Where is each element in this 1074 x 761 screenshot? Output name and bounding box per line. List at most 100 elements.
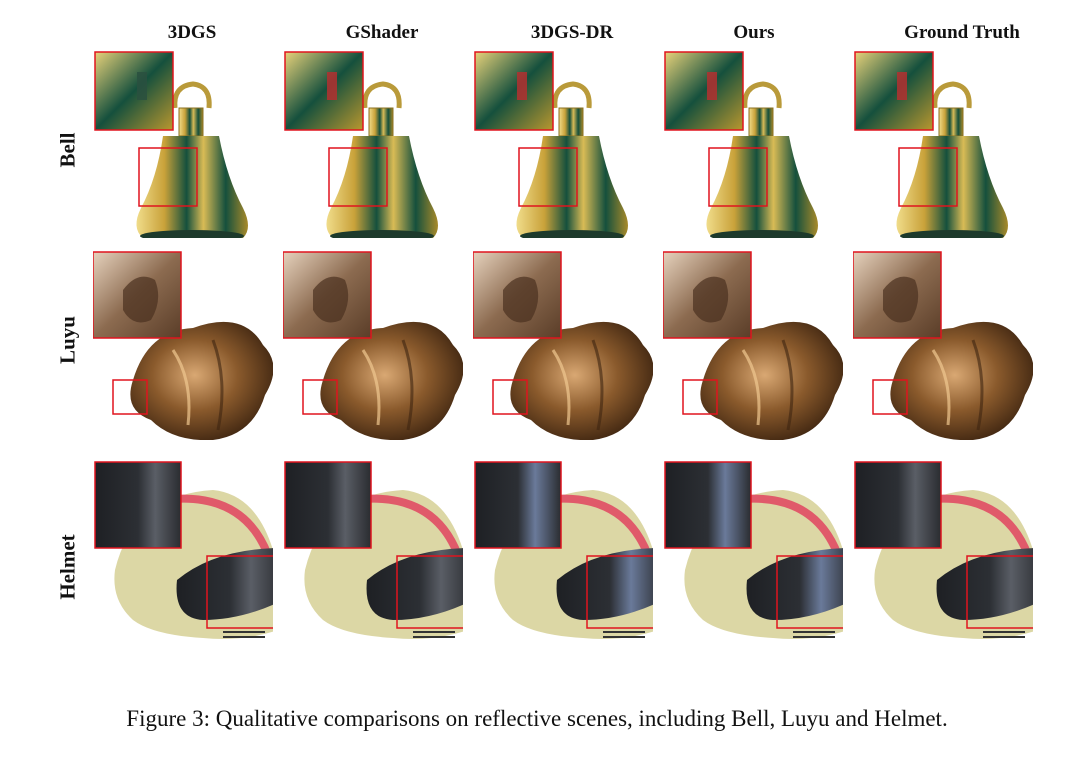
luyu-statue <box>700 321 843 440</box>
inset-face <box>693 276 729 323</box>
inset-reflection <box>897 72 907 100</box>
bell-neck <box>748 107 774 137</box>
helmet-ours-render <box>663 460 843 650</box>
zoom-source-box <box>682 379 718 415</box>
luyu-fold-1 <box>931 349 951 426</box>
inset-reflection <box>137 72 147 100</box>
zoom-source-box <box>708 147 768 207</box>
column-header-gshader: GShader <box>345 22 419 43</box>
column-header-3dgs-dr: 3DGS-DR <box>530 22 614 43</box>
zoom-inset <box>664 461 752 549</box>
bell-rim <box>140 230 244 238</box>
figure-caption: Figure 3: Qualitative comparisons on ref… <box>126 706 948 731</box>
helmet-3dgs-dr-render <box>473 460 653 650</box>
inset-face <box>883 276 919 323</box>
bell-neck <box>178 107 204 137</box>
luyu-statue <box>130 321 273 440</box>
zoom-source-box <box>872 379 908 415</box>
bell-render-svg <box>284 51 438 238</box>
luyu-fold-2 <box>401 339 414 431</box>
column-header-ours: Ours <box>733 22 775 43</box>
bell-rim <box>520 230 624 238</box>
column-header-3dgs: 3DGS <box>167 22 217 43</box>
zoom-inset <box>474 51 554 131</box>
helmet-visor <box>556 548 653 620</box>
inset-face <box>313 276 349 323</box>
inset-face <box>503 276 539 323</box>
luyu-fold-1 <box>551 349 571 426</box>
bell-ground-truth-render <box>853 48 1033 238</box>
zoom-inset <box>284 461 372 549</box>
luyu-fold-2 <box>211 339 224 431</box>
helmet-3dgs-render <box>93 460 273 650</box>
luyu-fold-1 <box>171 349 191 426</box>
zoom-source-box <box>966 555 1033 629</box>
bell-body <box>516 136 628 238</box>
bell-rim <box>900 230 1004 238</box>
luyu-3dgs-dr-render <box>473 250 653 440</box>
bell-neck <box>938 107 964 137</box>
helmet-ground-truth-render <box>853 460 1033 650</box>
helmet-visor <box>366 548 463 620</box>
zoom-source-box <box>492 379 528 415</box>
zoom-source-box <box>302 379 338 415</box>
luyu-statue <box>510 321 653 440</box>
inset-face <box>123 276 159 323</box>
zoom-source-box <box>776 555 843 629</box>
helmet-visor <box>746 548 843 620</box>
luyu-render-svg <box>473 251 653 440</box>
bell-body <box>326 136 438 238</box>
bell-ours-render <box>663 48 843 238</box>
zoom-inset <box>284 51 364 131</box>
luyu-render-svg <box>283 251 463 440</box>
luyu-render-svg <box>663 251 843 440</box>
luyu-fold-1 <box>741 349 761 426</box>
luyu-fold-2 <box>591 339 604 431</box>
zoom-source-box <box>138 147 198 207</box>
zoom-inset <box>854 51 934 131</box>
bell-neck <box>368 107 394 137</box>
bell-handle <box>932 81 972 109</box>
zoom-source-box <box>898 147 958 207</box>
bell-handle <box>552 81 592 109</box>
bell-handle <box>172 81 212 109</box>
bell-render-svg <box>664 51 818 238</box>
bell-gshader-render <box>283 48 463 238</box>
helmet-render-svg <box>664 461 843 639</box>
row-label-helmet: Helmet <box>55 534 80 600</box>
bell-render-svg <box>474 51 628 238</box>
zoom-inset <box>94 461 182 549</box>
helmet-render-svg <box>854 461 1033 639</box>
bell-neck <box>558 107 584 137</box>
luyu-gshader-render <box>283 250 463 440</box>
bell-rim <box>330 230 434 238</box>
zoom-source-box <box>518 147 578 207</box>
bell-rim <box>710 230 814 238</box>
luyu-fold-2 <box>971 339 984 431</box>
luyu-ground-truth-render <box>853 250 1033 440</box>
helmet-render-svg <box>474 461 653 639</box>
zoom-inset <box>94 51 174 131</box>
luyu-ours-render <box>663 250 843 440</box>
zoom-inset <box>664 51 744 131</box>
luyu-statue <box>320 321 463 440</box>
helmet-render-svg <box>94 461 273 639</box>
helmet-visor <box>176 548 273 620</box>
zoom-source-box <box>112 379 148 415</box>
bell-render-svg <box>94 51 248 238</box>
row-label-bell: Bell <box>55 132 80 168</box>
zoom-source-box <box>396 555 463 629</box>
inset-reflection <box>327 72 337 100</box>
zoom-source-box <box>586 555 653 629</box>
bell-body <box>896 136 1008 238</box>
bell-3dgs-dr-render <box>473 48 653 238</box>
inset-reflection <box>517 72 527 100</box>
zoom-inset <box>854 461 942 549</box>
helmet-visor <box>936 548 1033 620</box>
inset-reflection <box>707 72 717 100</box>
zoom-source-box <box>206 555 273 629</box>
luyu-statue <box>890 321 1033 440</box>
luyu-fold-2 <box>781 339 794 431</box>
luyu-3dgs-render <box>93 250 273 440</box>
helmet-gshader-render <box>283 460 463 650</box>
